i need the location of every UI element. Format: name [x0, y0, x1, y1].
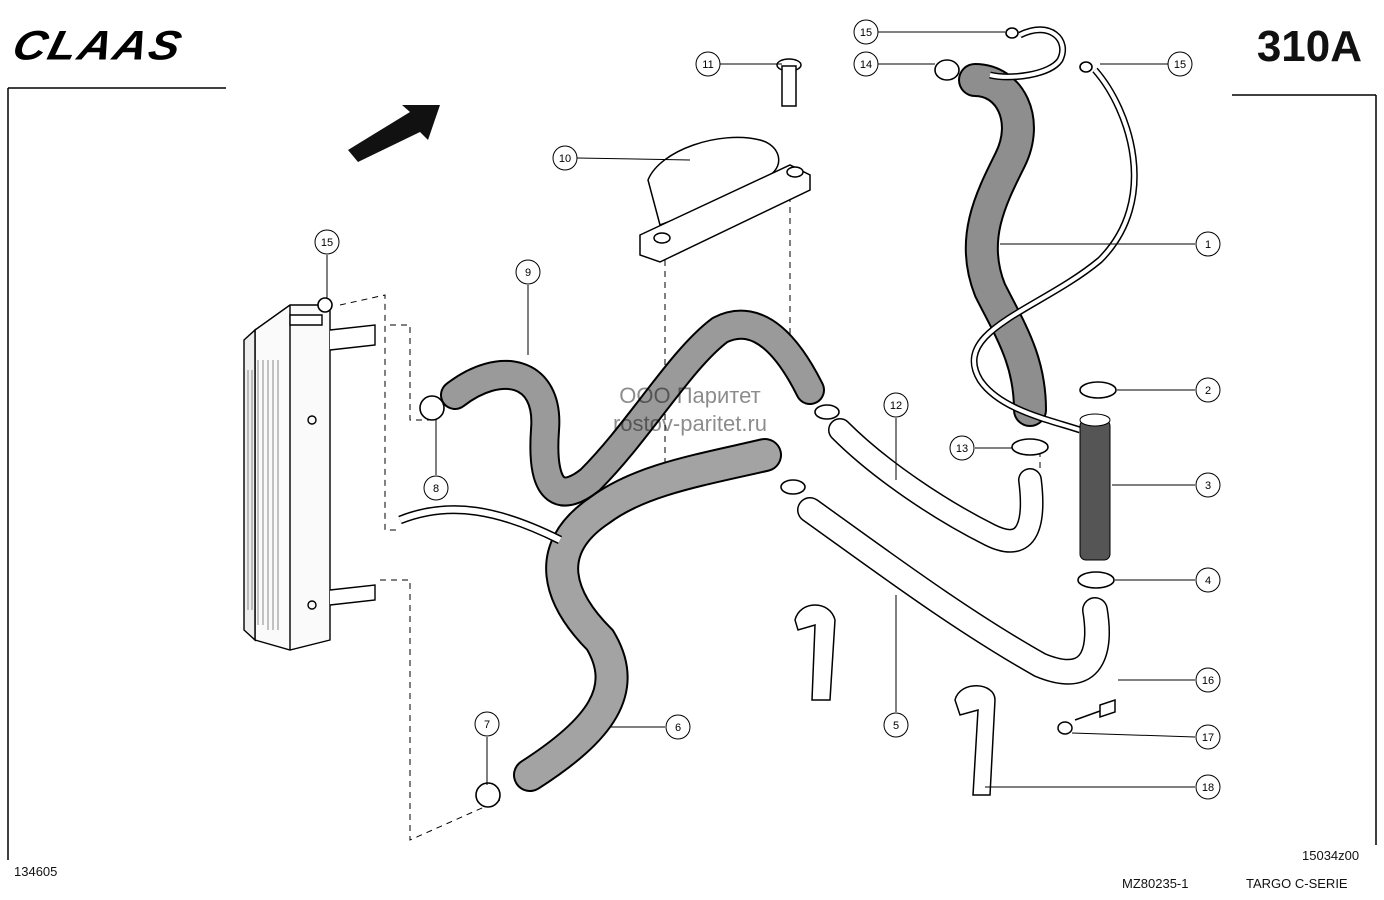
callout-4: 4	[1195, 567, 1221, 593]
callout-14: 14	[853, 51, 879, 77]
bracket-10	[639, 136, 811, 263]
watermark-line-1: ООО Паритет	[619, 383, 761, 408]
callout-17: 17	[1195, 724, 1221, 750]
svg-text:7: 7	[484, 719, 490, 731]
hose-3	[1079, 413, 1111, 561]
screw-11	[776, 58, 802, 107]
svg-text:13: 13	[956, 443, 968, 455]
svg-text:10: 10	[559, 153, 571, 165]
callout-3: 3	[1195, 472, 1221, 498]
callout-13: 13	[949, 435, 975, 461]
svg-text:5: 5	[893, 720, 899, 732]
svg-text:18: 18	[1202, 782, 1214, 794]
hose-9-fill	[442, 311, 823, 505]
footer-ref: 15034z00	[1302, 848, 1360, 863]
svg-text:14: 14	[860, 59, 872, 71]
svg-text:3: 3	[1205, 480, 1211, 492]
svg-text:12: 12	[890, 400, 902, 412]
callout-6: 6	[665, 714, 691, 740]
svg-text:15: 15	[1174, 59, 1186, 71]
callout-18: 18	[1195, 774, 1221, 800]
svg-text:16: 16	[1202, 675, 1214, 687]
washer-17	[1057, 721, 1073, 735]
callout-1: 1	[1195, 231, 1221, 257]
callout-12: 12	[883, 392, 909, 418]
svg-text:11: 11	[702, 59, 713, 71]
callout-15-top: 15	[853, 19, 879, 45]
svg-text:15: 15	[860, 27, 872, 39]
watermark: ООО Паритет rostov-paritet.ru	[590, 382, 790, 438]
clamp-2	[1079, 381, 1117, 399]
footer-drawing-no: MZ80235-1	[1122, 876, 1189, 891]
callouts: 11 10 15 14 15 1 2 3 4 16 17 18 13 12 5 …	[314, 19, 1221, 800]
svg-text:17: 17	[1202, 732, 1214, 744]
svg-text:4: 4	[1205, 575, 1211, 587]
callout-7: 7	[474, 711, 500, 737]
svg-text:6: 6	[675, 722, 681, 734]
footer-model: TARGO C-SERIE	[1246, 876, 1348, 891]
direction-arrow	[348, 105, 440, 162]
svg-text:15: 15	[321, 237, 333, 249]
bolt-16	[1057, 698, 1116, 735]
callout-15-right: 15	[1167, 51, 1193, 77]
callout-11: 11	[695, 51, 721, 77]
strap-clips	[794, 604, 996, 796]
clamp-4	[1077, 571, 1115, 589]
page-code: 310A	[1256, 22, 1362, 71]
clamp-13	[1011, 438, 1049, 456]
radiator	[243, 304, 376, 651]
clamp-7	[475, 782, 501, 808]
callout-2: 2	[1195, 377, 1221, 403]
callout-10: 10	[552, 145, 578, 171]
svg-text:1: 1	[1205, 239, 1211, 251]
callout-8: 8	[423, 475, 449, 501]
svg-text:2: 2	[1205, 385, 1211, 397]
callout-9: 9	[515, 259, 541, 285]
callout-5: 5	[883, 712, 909, 738]
clamp-8	[419, 395, 445, 421]
footer-left-code: 134605	[14, 864, 58, 879]
svg-text:9: 9	[525, 267, 531, 279]
watermark-line-2: rostov-paritet.ru	[612, 411, 768, 436]
callout-16: 16	[1195, 667, 1221, 693]
leader-lines	[326, 31, 1196, 788]
clamp-14	[934, 59, 960, 81]
drawing-frame	[7, 87, 1377, 860]
callout-15-left: 15	[314, 229, 340, 255]
svg-text:8: 8	[433, 483, 439, 495]
clamps	[317, 27, 1117, 808]
hose-6-fill	[515, 440, 780, 790]
